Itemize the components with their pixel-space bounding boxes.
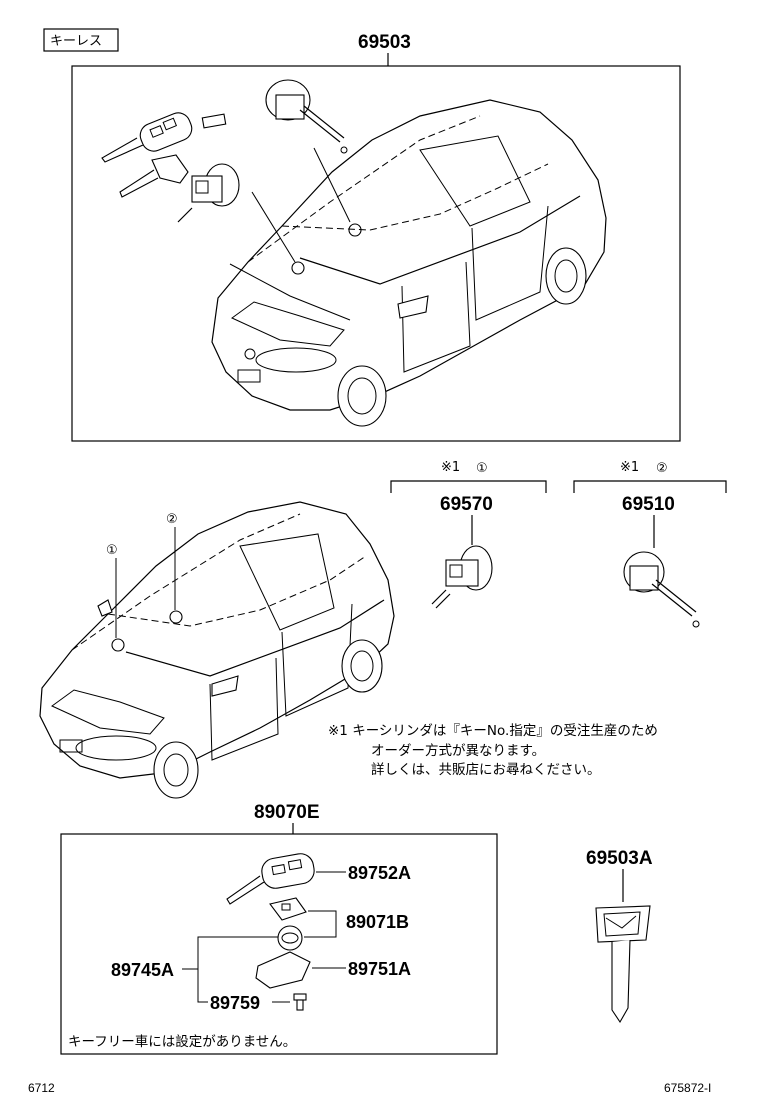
key-with-remote-icon: [101, 112, 193, 163]
ignition-key-cylinder-icon: [623, 551, 700, 628]
leader-89071B: [304, 910, 337, 938]
car-callout-1: ①: [106, 543, 118, 558]
ignition-cylinder-icon: [265, 79, 348, 154]
blank-key-icon: [595, 905, 651, 1024]
callout-2-marker: [169, 610, 183, 624]
transmitter-set-frame: [60, 833, 498, 1055]
part-number-69503: 69503: [358, 32, 411, 53]
mechanical-key-icon: [119, 154, 189, 198]
transponder-chip-icon: [201, 113, 227, 129]
callout-1-marker: [111, 638, 125, 652]
bracket-69510: [573, 480, 727, 493]
top-set-frame: [71, 65, 681, 442]
keyless-tag-label: キーレス: [50, 34, 102, 49]
vehicle-illustration-bottom: [39, 501, 395, 799]
leader-ignition-cylinder: [313, 147, 351, 223]
door-cylinder-icon: [177, 163, 240, 223]
transmitter-key-icon: [226, 853, 315, 905]
leader-door-cylinder: [251, 191, 296, 263]
screw-icon: [293, 993, 307, 1011]
part-number-89745A: 89745A: [111, 960, 174, 980]
note-line-1: ※1 キーシリンダは『キーNo.指定』の受注生産のため: [328, 723, 658, 739]
bracket-69570: [390, 480, 547, 493]
door-key-cylinder-icon: [431, 545, 493, 609]
note-ref-69510: ※1: [620, 460, 639, 475]
part-number-89759: 89759: [210, 993, 260, 1013]
transmitter-board-icon: [269, 897, 307, 921]
page-code: 6712: [28, 1081, 55, 1095]
location-marker-door: [291, 261, 305, 275]
circle-number-69510: ②: [656, 461, 668, 476]
note-ref-69570: ※1: [441, 460, 460, 475]
part-number-89751A: 89751A: [348, 959, 411, 979]
part-number-89071B: 89071B: [346, 912, 409, 932]
part-number-69503A: 69503A: [586, 848, 653, 869]
part-number-69570: 69570: [440, 494, 493, 515]
note-line-2: オーダー方式が異なります。: [371, 743, 545, 759]
case-cover-icon: [255, 951, 311, 989]
battery-icon: [277, 925, 303, 951]
keyless-tag: キーレス: [43, 28, 119, 52]
part-number-89070E: 89070E: [254, 802, 320, 823]
note-line-3: 詳しくは、共販店にお尋ねください。: [371, 762, 601, 778]
part-number-89752A: 89752A: [348, 863, 411, 883]
part-number-69510: 69510: [622, 494, 675, 515]
illustration-id: 675872-I: [664, 1081, 711, 1095]
car-callout-2: ②: [166, 512, 178, 527]
vehicle-illustration-top: [211, 99, 607, 427]
circle-number-69570: ①: [476, 461, 488, 476]
transmitter-footnote: キーフリー車には設定がありません。: [68, 1034, 296, 1050]
